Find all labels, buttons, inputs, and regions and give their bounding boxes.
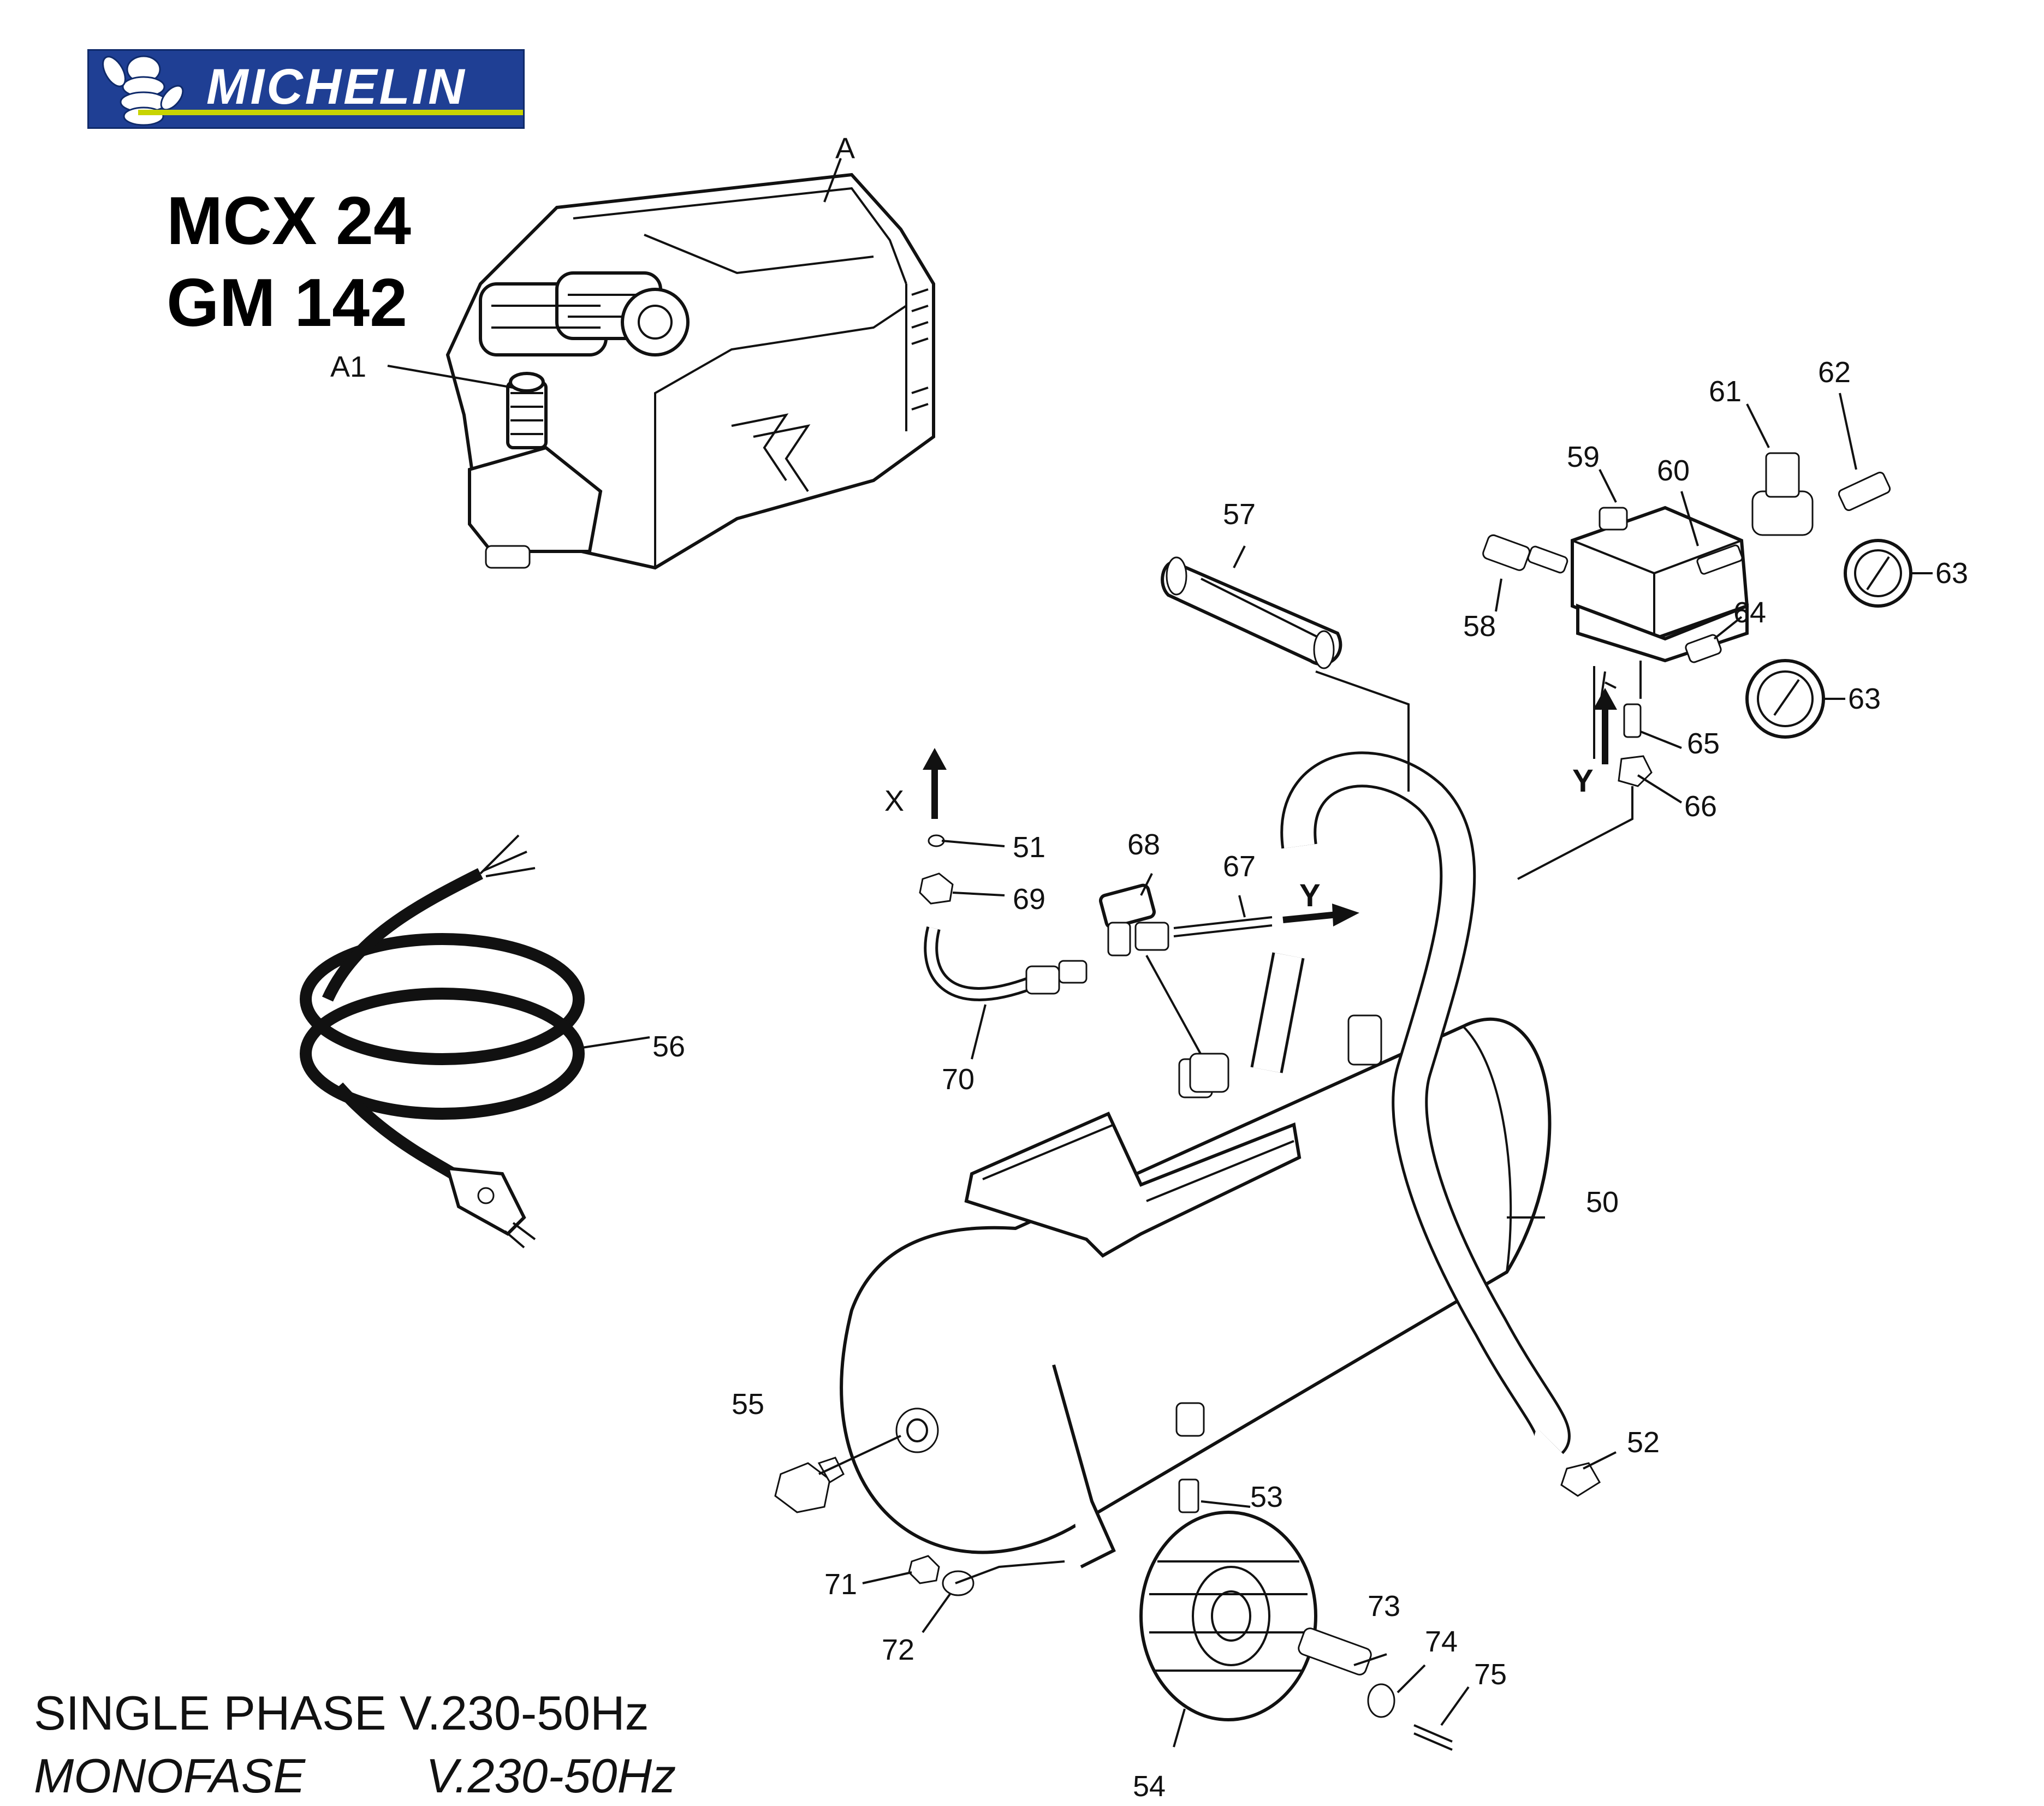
delivery-tube-drawing xyxy=(919,834,1273,1093)
flow-arrows xyxy=(923,688,1617,926)
michelin-logo: MICHELIN xyxy=(87,49,525,129)
logo-stripe xyxy=(138,110,523,115)
callout-56: 56 xyxy=(652,1030,685,1063)
callout-54: 54 xyxy=(1133,1770,1166,1803)
callout-labels: A A1 50 51 52 53 54 55 56 57 58 59 60 61… xyxy=(330,132,1968,1803)
flow-marker-y-vertical: Y xyxy=(1572,763,1594,799)
compressor-head-drawing xyxy=(445,173,935,570)
model-title-mcx: MCX 24 xyxy=(167,183,411,259)
callout-63-upper: 63 xyxy=(1935,557,1968,590)
tank-drawing xyxy=(840,1014,1552,1569)
callout-71: 71 xyxy=(824,1568,857,1601)
grip-drawing xyxy=(1161,556,1342,669)
pressure-switch-drawing xyxy=(1482,452,1912,880)
compressor-vent-slots xyxy=(911,288,929,411)
callout-73: 73 xyxy=(1368,1590,1400,1623)
voltage-italian-value: V.230-50Hz xyxy=(426,1749,676,1803)
callout-A1: A1 xyxy=(330,350,366,383)
callout-65: 65 xyxy=(1687,727,1720,760)
callout-69: 69 xyxy=(1013,883,1045,916)
leader-lines xyxy=(387,158,1933,1748)
callout-62: 62 xyxy=(1818,356,1851,389)
handle-frame-drawing xyxy=(1250,751,1571,1454)
callout-66: 66 xyxy=(1684,790,1717,823)
callout-61: 61 xyxy=(1709,375,1742,408)
model-title-gm: GM 142 xyxy=(167,265,408,341)
callout-50: 50 xyxy=(1586,1186,1619,1219)
callout-52: 52 xyxy=(1627,1426,1660,1459)
flow-marker-y-horizontal: Y xyxy=(1299,878,1321,913)
callout-58: 58 xyxy=(1463,610,1496,643)
wheel-drawing xyxy=(774,1402,1601,1751)
callout-57: 57 xyxy=(1223,498,1256,531)
bibendum-mascot-icon xyxy=(102,55,184,126)
callout-60: 60 xyxy=(1657,454,1690,487)
callout-51: 51 xyxy=(1013,831,1045,864)
callout-68: 68 xyxy=(1127,828,1160,861)
arrow-right-y-icon xyxy=(1282,911,1338,923)
callout-A: A xyxy=(835,132,855,165)
callout-59: 59 xyxy=(1567,441,1600,473)
callout-67: 67 xyxy=(1223,850,1256,883)
callout-55: 55 xyxy=(732,1388,764,1421)
callout-72: 72 xyxy=(882,1633,914,1666)
flow-marker-x: X xyxy=(884,785,904,817)
callout-70: 70 xyxy=(942,1063,975,1096)
voltage-italian-label: MONOFASE xyxy=(34,1749,306,1803)
callout-64: 64 xyxy=(1733,596,1766,629)
voltage-english: SINGLE PHASE V.230-50Hz xyxy=(34,1686,649,1740)
callout-53: 53 xyxy=(1250,1481,1283,1513)
callout-75: 75 xyxy=(1474,1658,1507,1691)
callout-74: 74 xyxy=(1425,1625,1458,1658)
michelin-wordmark: MICHELIN xyxy=(206,59,467,115)
callout-63-lower: 63 xyxy=(1848,682,1881,715)
power-cord-drawing xyxy=(300,834,585,1249)
